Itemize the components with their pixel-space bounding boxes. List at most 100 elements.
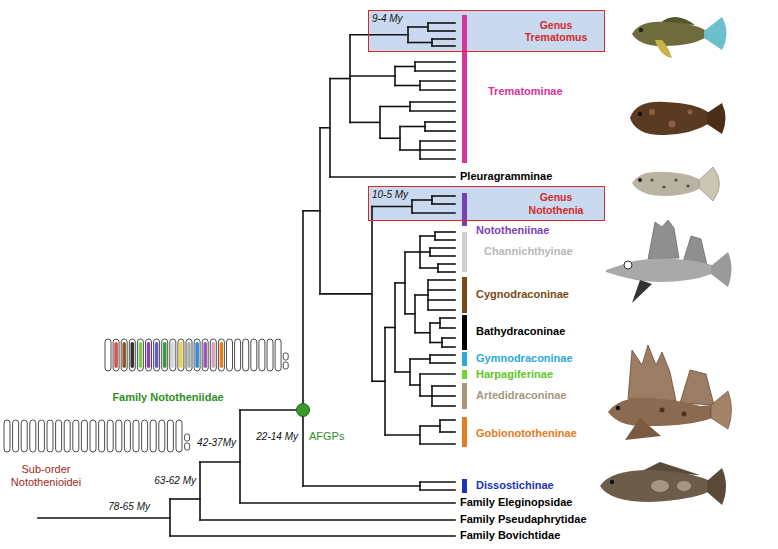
tree-branch <box>420 395 432 397</box>
age-label: 42-37My <box>197 437 236 449</box>
tree-branch <box>420 158 455 160</box>
afgp-node-dot <box>297 404 310 417</box>
tree-branch <box>372 206 412 208</box>
gene-copy-icon <box>116 420 122 452</box>
tree-branch <box>420 149 455 151</box>
tree-branch <box>405 313 415 315</box>
gene-copy-icon <box>47 420 53 452</box>
tree-branch <box>303 485 420 487</box>
tree-branch <box>410 101 455 103</box>
gene-copy-icon <box>81 420 87 452</box>
gene-copy-icon <box>275 339 281 371</box>
gene-copy-icon <box>162 339 168 371</box>
age-label: 78-65 My <box>108 501 150 513</box>
tree-branch <box>320 127 330 129</box>
family-label: Family Bovichtidae <box>460 529 560 542</box>
gene-copy-icon <box>13 420 19 452</box>
gene-copy-icon <box>150 420 156 452</box>
gene-copy-icon <box>64 420 70 452</box>
subfamily-label: Cygnodraconinae <box>476 288 569 301</box>
tree-branch <box>432 195 455 197</box>
age-label: 10-5 My <box>372 189 408 201</box>
gene-copy-icon <box>107 420 113 452</box>
box-fill <box>368 10 605 52</box>
fish-photo <box>600 462 726 505</box>
gene-copy-icon <box>185 434 190 450</box>
tree-branch <box>415 61 455 63</box>
genus-label: Genus Notothenia <box>516 191 596 215</box>
gene-copy-icon <box>227 339 233 371</box>
gene-copy-icon <box>73 420 79 452</box>
clade-bar <box>462 277 467 313</box>
tree-branch <box>170 498 200 500</box>
tree-branch <box>395 371 410 373</box>
tree-branch <box>420 481 455 483</box>
fish-photos <box>600 17 732 505</box>
tree-branch <box>385 434 420 436</box>
tree-branch <box>200 461 240 463</box>
tree-branch <box>420 235 435 237</box>
gene-copy-icon <box>146 339 152 371</box>
gene-copy-icon <box>137 339 143 371</box>
gene-copy-icon <box>133 420 139 452</box>
tree-branch <box>240 409 303 411</box>
tree-branch <box>200 519 455 521</box>
gene-copy-icon <box>259 339 265 371</box>
gene-copy-icon <box>235 339 241 371</box>
subfamily-label: Trematominae <box>488 85 563 98</box>
gene-copy-icon <box>243 339 249 371</box>
tree-branch <box>430 255 455 257</box>
gene-copy-icon <box>194 339 200 371</box>
tree-branch <box>432 395 455 397</box>
gene-copy-icon <box>142 420 148 452</box>
tree-branch <box>430 247 455 249</box>
fish-photo <box>608 345 732 440</box>
gene-copy-icon <box>178 339 184 371</box>
tree-branch <box>425 121 455 123</box>
tree-branch <box>350 122 380 124</box>
tree-branch <box>420 80 455 82</box>
clade-bar <box>462 15 467 163</box>
subfamily-label: Gobionototheninae <box>476 427 577 440</box>
tree-branch <box>428 279 455 281</box>
gene-copy-icon <box>159 420 165 452</box>
family-label: Family Nototheniidae <box>112 391 223 404</box>
suborder-label: Sub-order Notothenioidei <box>4 463 88 489</box>
tree-branch <box>428 22 455 24</box>
family-label: Family Eleginopsidae <box>460 496 572 509</box>
tree-branch <box>395 66 415 68</box>
tree-branch <box>415 294 428 296</box>
tree-branch <box>415 70 455 72</box>
tree-branch <box>410 110 455 112</box>
tree-branch <box>420 267 438 269</box>
tree-branch <box>432 203 455 205</box>
tree-branch <box>442 337 455 339</box>
tree-branch <box>435 231 455 233</box>
genus-box: 9-4 MyGenus Trematomus <box>368 10 605 52</box>
gene-copy-icon <box>121 339 127 371</box>
tree-branch <box>438 271 455 273</box>
subfamily-label: Nototheniinae <box>476 224 549 237</box>
gene-copy-icon <box>21 420 27 452</box>
tree-branch <box>420 251 430 253</box>
subfamily-label: Channichthyinae <box>484 245 573 258</box>
gene-copy-icon <box>38 420 44 452</box>
age-label: 22-14 My <box>256 431 298 443</box>
gene-copy-icon <box>170 339 176 371</box>
tree-branch <box>432 38 455 40</box>
gene-copy-icon <box>283 353 288 369</box>
tree-branch <box>428 309 455 311</box>
tree-branch <box>442 346 455 348</box>
tree-branch <box>330 78 350 80</box>
gene-copy-icon <box>154 339 160 371</box>
clade-bar <box>462 417 467 447</box>
gene-copy-icon <box>218 339 224 371</box>
subfamily-label: Bathydraconinae <box>476 325 565 338</box>
tree-branch <box>350 75 395 77</box>
gene-copy-icon <box>167 420 173 452</box>
tree-branch <box>428 299 455 301</box>
tree-branch <box>420 373 455 375</box>
tree-branch <box>420 443 455 445</box>
age-label: 63-62 My <box>154 475 196 487</box>
gene-copy-icon <box>113 339 119 371</box>
